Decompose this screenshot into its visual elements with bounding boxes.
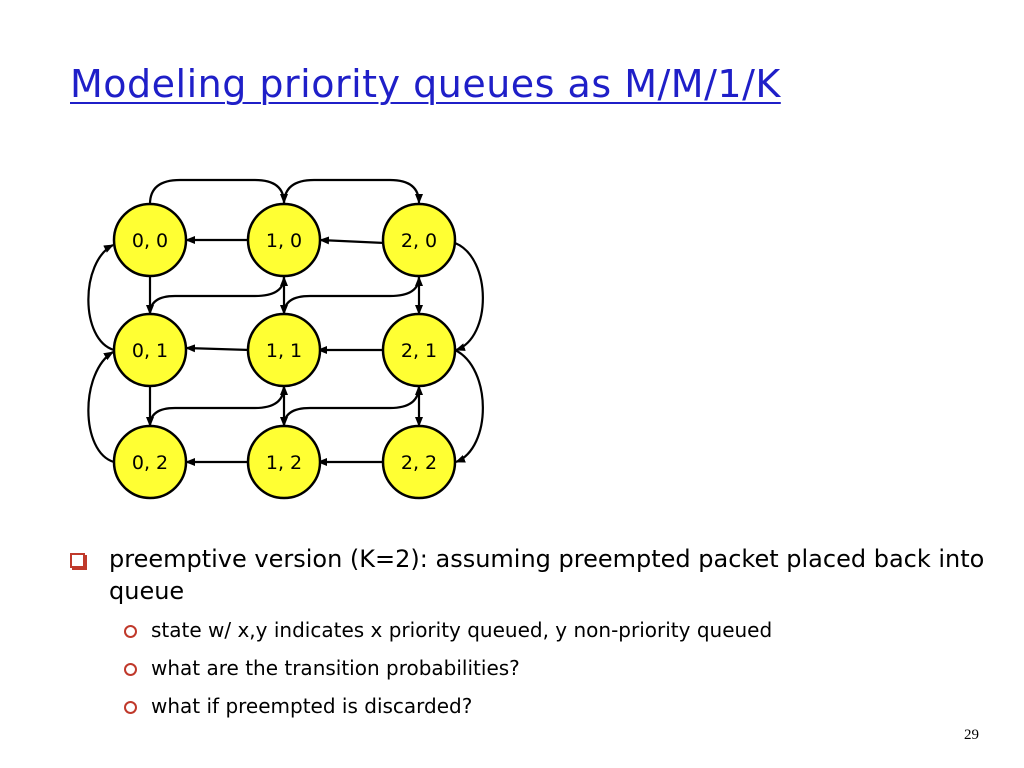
bullet-main: preemptive version (K=2): assuming preem…	[70, 543, 1000, 607]
edge-n11-n20-up	[282, 276, 423, 315]
state-node-n02	[112, 424, 188, 500]
edge-n01-n10-up	[148, 276, 288, 315]
top-curved-arrows	[148, 178, 423, 205]
sub-bullet-text: what if preempted is discarded?	[151, 694, 473, 718]
state-node-label: 2, 2	[401, 452, 437, 474]
horizontal-arrows	[185, 236, 386, 466]
state-node-n22	[381, 424, 457, 500]
right-curved-arrows	[454, 241, 484, 464]
state-node-n12	[246, 424, 322, 500]
sub-bullet-list: state w/ x,y indicates x priority queued…	[124, 611, 1000, 725]
edge-n02-n01-left	[87, 351, 115, 464]
sub-bullet: what if preempted is discarded?	[124, 687, 1000, 725]
state-node-n21	[381, 312, 457, 388]
sub-bullet-text: what are the transition probabilities?	[151, 656, 520, 680]
edge-n21-n22-right	[454, 349, 484, 464]
edge-n00-n10-top	[148, 178, 288, 205]
state-node-n10	[246, 202, 322, 278]
bullet-list: preemptive version (K=2): assuming preem…	[70, 543, 1000, 725]
state-node-label: 0, 2	[132, 452, 168, 474]
edge-n01-n00-left	[87, 244, 115, 352]
state-node-label: 1, 1	[266, 340, 302, 362]
state-nodes: 0, 0 1, 0 2, 0 0, 1 1, 1 2, 1 0, 2 1, 2 2, 2	[112, 202, 457, 500]
square-bullet-icon	[70, 553, 85, 568]
edge-n12-n21-up	[282, 385, 423, 427]
state-node-n11	[246, 312, 322, 388]
edge-n11-n01	[185, 344, 251, 353]
left-curved-arrows	[87, 244, 115, 464]
sub-bullet: state w/ x,y indicates x priority queued…	[124, 611, 1000, 649]
slide-title: Modeling priority queues as M/M/1/K	[70, 62, 781, 106]
state-node-n01	[112, 312, 188, 388]
state-node-n20	[381, 202, 457, 278]
sub-bullet: what are the transition probabilities?	[124, 649, 1000, 687]
circle-bullet-icon	[124, 625, 137, 638]
sub-bullet-text: state w/ x,y indicates x priority queued…	[151, 618, 773, 642]
state-node-label: 0, 1	[132, 340, 168, 362]
page-number: 29	[964, 727, 979, 743]
edge-n20-n10	[319, 236, 386, 245]
state-node-label: 0, 0	[132, 230, 168, 252]
state-node-label: 1, 2	[266, 452, 302, 474]
edge-n02-n11-up	[148, 385, 288, 427]
edge-n10-n20-top	[282, 178, 423, 205]
state-node-n00	[112, 202, 188, 278]
bullet-main-text: preemptive version (K=2): assuming preem…	[109, 545, 985, 605]
diagonal-arrows	[148, 276, 423, 427]
state-node-label: 2, 1	[401, 340, 437, 362]
circle-bullet-icon	[124, 663, 137, 676]
edge-n20-n21-right	[454, 241, 484, 352]
circle-bullet-icon	[124, 701, 137, 714]
state-node-label: 1, 0	[266, 230, 302, 252]
state-node-label: 2, 0	[401, 230, 437, 252]
